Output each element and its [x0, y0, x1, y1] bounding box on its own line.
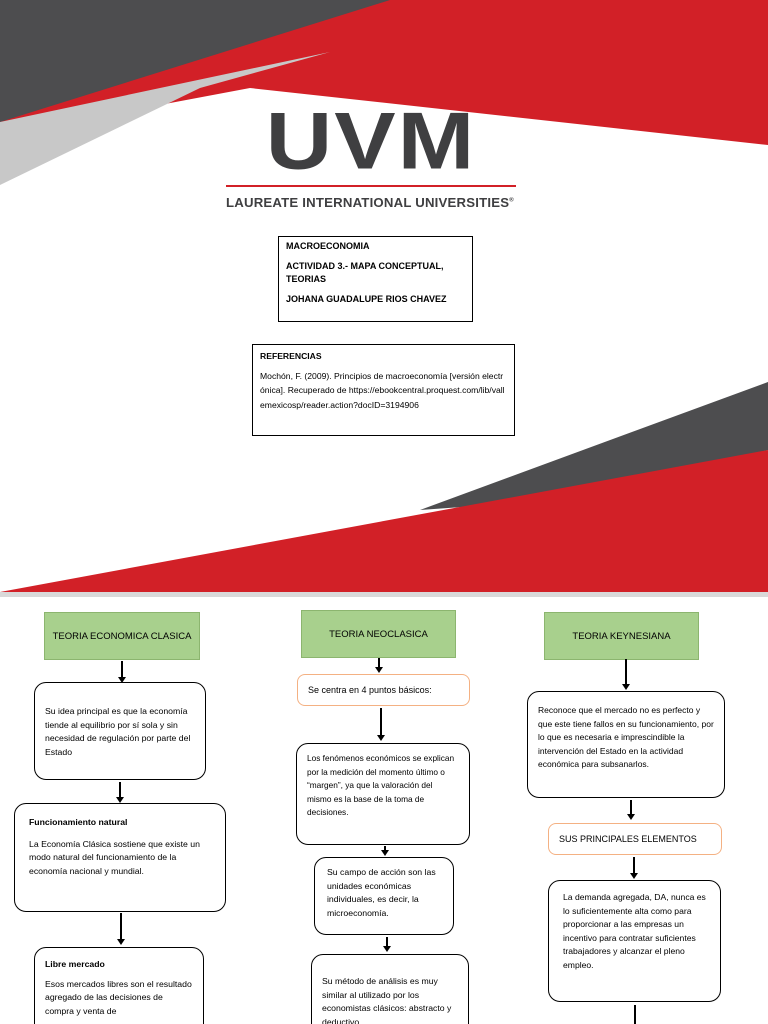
box-key-demanda: La demanda agregada, DA, nunca es lo suf… [548, 880, 721, 1002]
references-box: REFERENCIAS Mochón, F. (2009). Principio… [252, 344, 515, 436]
box-clasica-libre-mercado: Libre mercado Esos mercados libres son e… [34, 947, 204, 1024]
arrow-clasica-3 [117, 913, 125, 945]
box-neo-puntos: Se centra en 4 puntos básicos: [297, 674, 470, 706]
arrow-clasica-1 [118, 661, 126, 683]
title-box: MACROECONOMIA ACTIVIDAD 3.- MAPA CONCEPT… [278, 236, 473, 322]
box-key-reconoce: Reconoce que el mercado no es perfecto y… [527, 691, 725, 798]
cover-page: UVM LAUREATE INTERNATIONAL UNIVERSITIES®… [0, 0, 768, 592]
activity-label: ACTIVIDAD 3.- MAPA CONCEPTUAL, TEORIAS [286, 261, 444, 284]
logo-underline [226, 185, 516, 187]
arrow-clasica-2 [116, 782, 124, 803]
funcionamiento-text: La Economía Clásica sostiene que existe … [29, 838, 200, 876]
box-key-elementos-text: SUS PRINCIPALES ELEMENTOS [559, 834, 697, 844]
libre-mercado-title: Libre mercado [45, 959, 105, 969]
arrow-neo-3 [381, 846, 389, 856]
references-heading: REFERENCIAS [260, 351, 322, 361]
bottom-dark-band [420, 382, 768, 510]
box-neo-metodo-text: Su método de análisis es muy similar al … [322, 976, 452, 1024]
arrow-key-4 [634, 1005, 636, 1024]
libre-mercado-text: Esos mercados libres son el resultado ag… [45, 978, 192, 1016]
box-neo-campo-text: Su campo de acción son las unidades econ… [327, 867, 436, 918]
arrow-neo-2 [377, 708, 385, 741]
box-neo-campo: Su campo de acción son las unidades econ… [314, 857, 454, 935]
box-neo-metodo: Su método de análisis es muy similar al … [311, 954, 469, 1024]
uvm-logo: UVM LAUREATE INTERNATIONAL UNIVERSITIES® [226, 96, 516, 218]
logo-letters: UVM [265, 96, 477, 187]
logo-subtitle: LAUREATE INTERNATIONAL UNIVERSITIES® [226, 195, 516, 210]
top-light-band [0, 52, 330, 185]
logo-trademark: ® [509, 197, 514, 204]
concept-map-page: TEORIA ECONOMICA CLASICA Su idea princip… [0, 597, 768, 1024]
header-neoclasica: TEORIA NEOCLASICA [301, 610, 456, 658]
arrow-neo-4 [383, 937, 391, 952]
references-text: Mochón, F. (2009). Principios de macroec… [260, 370, 505, 410]
arrow-key-1 [622, 659, 630, 690]
arrow-neo-1 [375, 658, 383, 673]
box-key-demanda-text: La demanda agregada, DA, nunca es lo suf… [563, 892, 706, 970]
box-neo-puntos-text: Se centra en 4 puntos básicos: [308, 685, 432, 695]
bottom-red-band [0, 450, 768, 592]
box-key-elementos: SUS PRINCIPALES ELEMENTOS [548, 823, 722, 855]
funcionamiento-title: Funcionamiento natural [29, 817, 128, 827]
box-clasica-funcionamiento: Funcionamiento natural La Economía Clási… [14, 803, 226, 912]
arrow-key-2 [627, 800, 635, 820]
box-neo-fenomenos: Los fenómenos económicos se explican por… [296, 743, 470, 845]
box-clasica-idea: Su idea principal es que la economía tie… [34, 682, 206, 780]
top-dark-band [0, 0, 390, 122]
cover-decoration [0, 0, 768, 592]
subject-label: MACROECONOMIA [286, 241, 370, 251]
box-clasica-idea-text: Su idea principal es que la economía tie… [45, 706, 191, 757]
box-neo-fenomenos-text: Los fenómenos económicos se explican por… [307, 753, 455, 817]
author-label: JOHANA GUADALUPE RIOS CHAVEZ [286, 294, 447, 304]
header-keynesiana: TEORIA KEYNESIANA [544, 612, 699, 660]
logo-subtitle-text: LAUREATE INTERNATIONAL UNIVERSITIES [226, 195, 510, 210]
page-separator [0, 592, 768, 597]
arrow-key-3 [630, 857, 638, 879]
header-clasica: TEORIA ECONOMICA CLASICA [44, 612, 200, 660]
box-key-reconoce-text: Reconoce que el mercado no es perfecto y… [538, 705, 714, 769]
